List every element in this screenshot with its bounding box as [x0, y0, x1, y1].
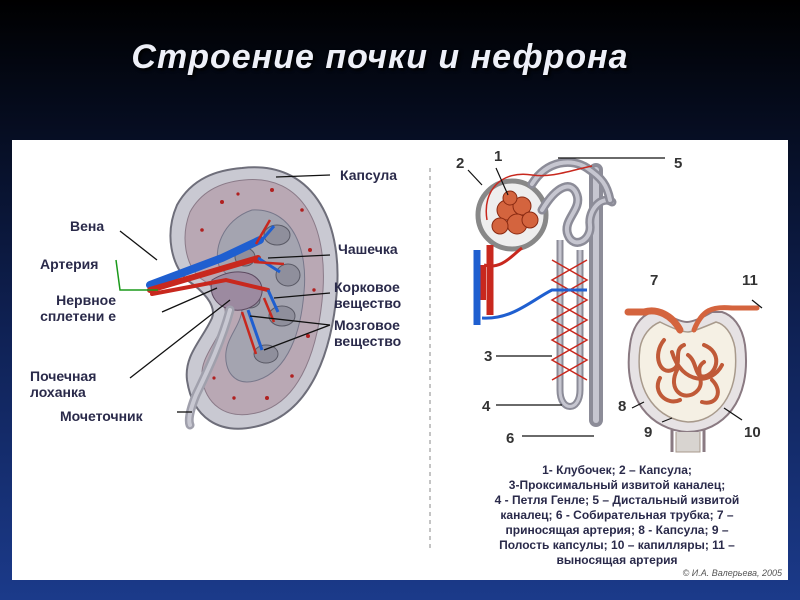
label-cortex: Корковое вещество [334, 279, 401, 311]
nephron-number-8: 8 [618, 398, 626, 415]
nephron-number-11: 11 [742, 272, 758, 289]
nephron-illustration [477, 162, 612, 420]
label-renal-pelvis: Почечная лоханка [30, 368, 96, 400]
diagram-panel: Капсула Вена Артерия Нервное сплетени е … [12, 140, 788, 580]
label-cortex-line1: Корковое [334, 279, 401, 295]
legend-line: 4 - Петля Генле; 5 – Дистальный извитой [452, 493, 782, 508]
label-ureter: Мочеточник [60, 408, 143, 424]
legend-line: выносящая артерия [452, 553, 782, 568]
label-medulla-line1: Мозговое [334, 317, 401, 333]
legend-line: 3-Проксимальный извитой каналец; [452, 478, 782, 493]
label-renal-pelvis-line2: лоханка [30, 384, 96, 400]
nephron-number-4: 4 [482, 398, 490, 415]
nephron-legend: 1- Клубочек; 2 – Капсула; 3-Проксимальны… [452, 463, 782, 568]
kidney-illustration [116, 167, 338, 428]
slide-title: Строение почки и нефрона [0, 38, 800, 77]
nephron-number-3: 3 [484, 348, 492, 365]
label-capsule: Капсула [340, 167, 397, 183]
copyright-note: © И.А. Валерьева, 2005 [683, 568, 782, 578]
nephron-number-6: 6 [506, 430, 514, 447]
label-renal-pelvis-line1: Почечная [30, 368, 96, 384]
label-medulla-line2: вещество [334, 333, 401, 349]
legend-line: каналец; 6 - Собирательная трубка; 7 – [452, 508, 782, 523]
legend-line: 1- Клубочек; 2 – Капсула; [452, 463, 782, 478]
nephron-number-7: 7 [650, 272, 658, 289]
nephron-number-9: 9 [644, 424, 652, 441]
nephron-number-2: 2 [456, 155, 464, 172]
legend-line: Полость капсулы; 10 – капилляры; 11 – [452, 538, 782, 553]
nephron-number-5: 5 [674, 155, 682, 172]
label-nerve-plexus: Нервное сплетени е [34, 292, 116, 324]
label-cortex-line2: вещество [334, 295, 401, 311]
label-vein: Вена [70, 218, 104, 234]
label-medulla: Мозговое вещество [334, 317, 401, 349]
label-artery: Артерия [40, 256, 98, 272]
legend-line: приносящая артерия; 8 - Капсула; 9 – [452, 523, 782, 538]
nephron-number-10: 10 [744, 424, 761, 441]
nephron-number-1: 1 [494, 148, 502, 165]
label-calyx: Чашечка [338, 241, 398, 257]
